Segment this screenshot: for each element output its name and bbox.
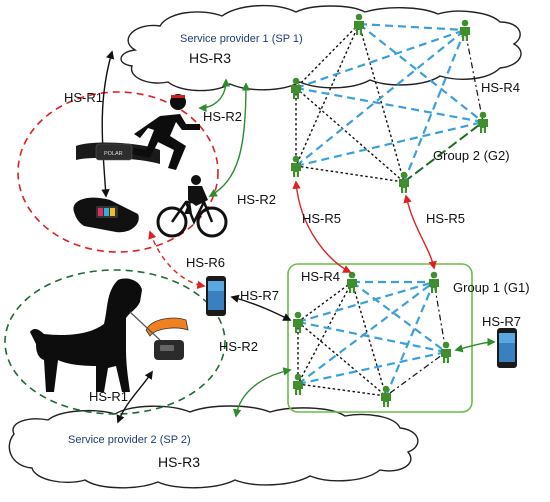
service-provider-2-cloud: Service provider 2 (SP 2) HS-R3 bbox=[8, 405, 419, 489]
service-provider-1-cloud: Service provider 1 (SP 1) HS-R3 bbox=[120, 4, 522, 92]
hs-r1-bottom-label: HS-R1 bbox=[89, 389, 128, 404]
group-1-label: Group 1 (G1) bbox=[453, 280, 530, 295]
relation-arrows bbox=[101, 50, 496, 424]
heart-rate-strap-icon: POLAR bbox=[76, 142, 160, 164]
person-node-icon bbox=[478, 111, 488, 133]
hs-r5-left-arrow bbox=[292, 180, 352, 273]
runner-icon bbox=[132, 94, 200, 170]
sp1-label: HS-R3 bbox=[189, 50, 231, 66]
hs-r6-label: HS-R6 bbox=[186, 255, 225, 270]
hs-r2-sp2-label: HS-R2 bbox=[219, 339, 258, 354]
cyclist-icon bbox=[156, 175, 228, 238]
sp2-label: HS-R3 bbox=[158, 454, 200, 470]
sp1-title: Service provider 1 (SP 1) bbox=[180, 33, 303, 45]
strap-brand-text: POLAR bbox=[104, 151, 123, 157]
hs-r7-right-arrow bbox=[454, 337, 496, 353]
hs-r5-left-label: HS-R5 bbox=[302, 211, 341, 226]
person-node-icon bbox=[293, 311, 303, 333]
dog-icon bbox=[30, 278, 142, 392]
group-2-label: Group 2 (G2) bbox=[433, 148, 510, 163]
hs-r6-arrow bbox=[148, 230, 206, 290]
hs-r7-left-label: HS-R7 bbox=[240, 288, 279, 303]
hs-r2-cyclist-arrow bbox=[208, 82, 251, 197]
hs-r7-right-label: HS-R7 bbox=[482, 314, 521, 329]
hs-r2-sp2-arrow bbox=[232, 367, 292, 418]
sp2-title: Service provider 2 (SP 2) bbox=[68, 434, 191, 446]
hs-r1-top-label: HS-R1 bbox=[64, 90, 103, 105]
person-node-icon bbox=[429, 271, 439, 293]
hs-r2-runner-label: HS-R2 bbox=[203, 109, 242, 124]
hs-r1-bottom-arrow bbox=[116, 370, 153, 424]
hs-r5-right-arrow bbox=[403, 194, 437, 270]
smartwatch-icon bbox=[73, 197, 139, 233]
group-2-links bbox=[295, 22, 484, 183]
smartphone-icon bbox=[206, 276, 226, 316]
smartphone-icon bbox=[497, 328, 517, 368]
pet-group-circle bbox=[4, 269, 226, 415]
hs-r5-right-label: HS-R5 bbox=[426, 211, 465, 226]
relation-labels: HS-R1 HS-R2 HS-R2 HS-R5 HS-R5 HS-R6 HS-R… bbox=[64, 80, 521, 404]
group-labels: Group 2 (G2) Group 1 (G1) bbox=[433, 148, 530, 295]
person-node-icon bbox=[347, 271, 357, 293]
group-1-links bbox=[297, 280, 447, 397]
person-node-icon bbox=[441, 341, 451, 363]
hs-r1-top-arrow bbox=[101, 50, 115, 198]
hs-r2-cyclist-label: HS-R2 bbox=[237, 192, 276, 207]
group-2-hs-r4-label: HS-R4 bbox=[481, 80, 520, 95]
hs-r7-left-arrow bbox=[230, 294, 292, 321]
gps-collar-icon bbox=[129, 311, 189, 360]
group-1-hs-r4-label: HS-R4 bbox=[301, 269, 340, 284]
